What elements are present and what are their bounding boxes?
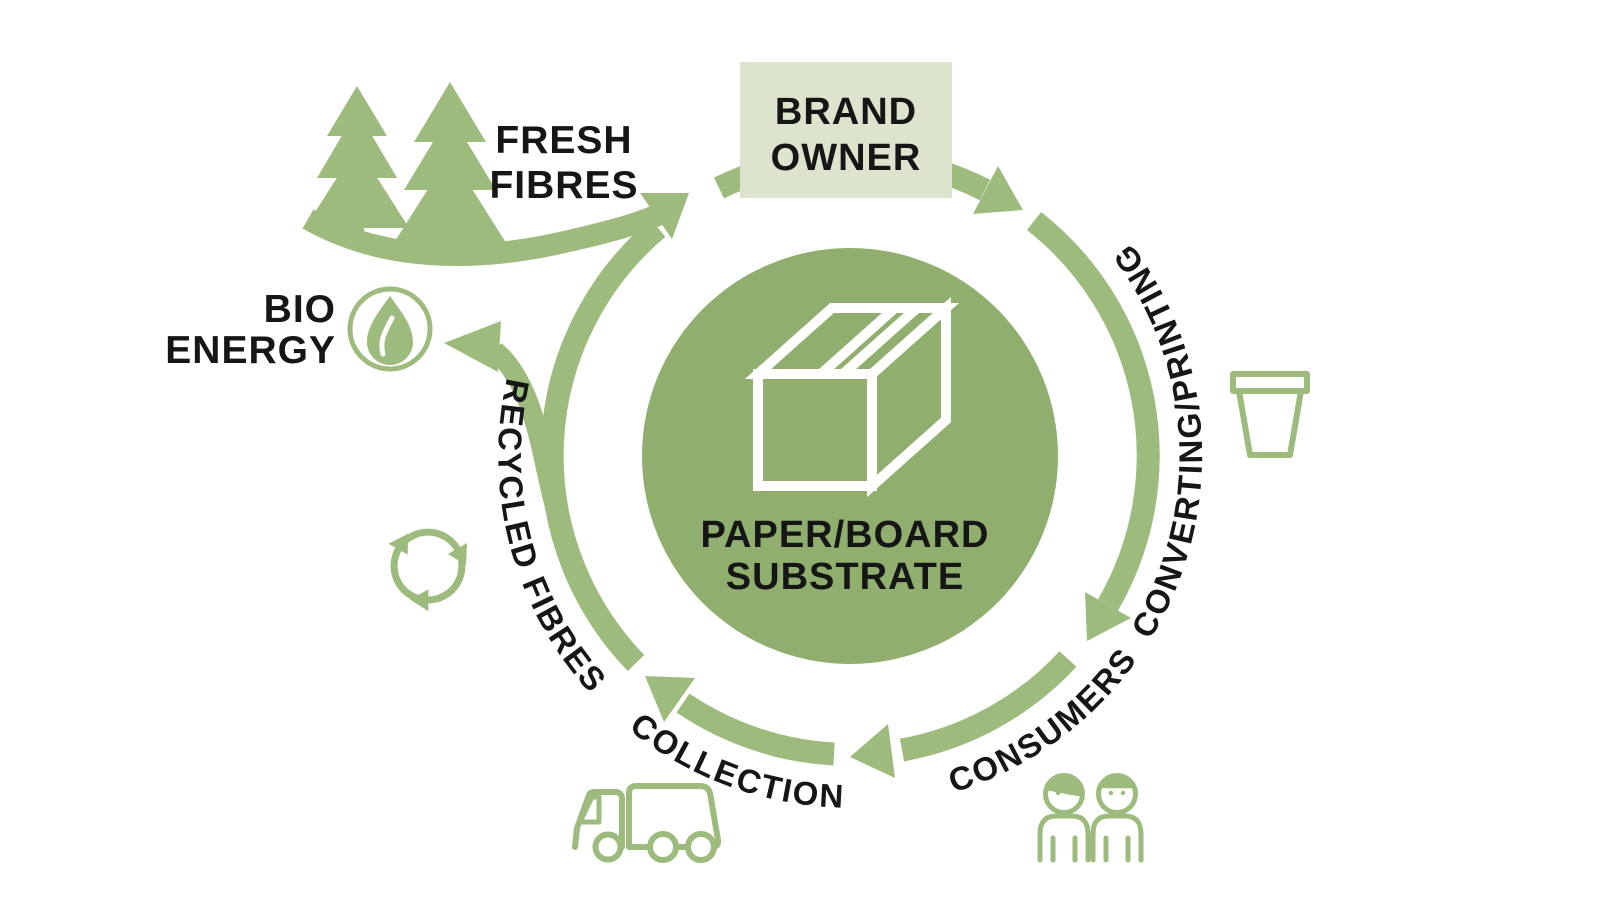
arrowhead-after-brand-owner-icon — [973, 166, 1023, 214]
recycle-icon — [379, 532, 472, 617]
ring-segment-consumers — [899, 651, 1077, 762]
fresh-fibres-inflow-arrow — [302, 204, 663, 266]
fresh-fibres-label-line2: FIBRES — [489, 164, 638, 207]
ring-segment-collection — [676, 693, 835, 766]
bio-energy-label-line1: BIO — [264, 288, 336, 331]
truck-icon — [572, 783, 722, 863]
brand-owner-box — [740, 62, 952, 198]
cup-icon — [1230, 371, 1310, 458]
consumers-people-icon — [1037, 773, 1144, 863]
box-cube-icon — [744, 296, 960, 498]
bio-energy-branch — [444, 321, 569, 524]
center-label-line2: SUBSTRATE — [726, 556, 964, 598]
fresh-fibres-label-line1: FRESH — [495, 119, 632, 162]
arrowhead-after-consumers-icon — [850, 724, 895, 778]
ring-segment-converting — [1026, 211, 1160, 611]
brand-owner-label-line2: OWNER — [771, 137, 922, 179]
central-circle — [642, 248, 1058, 664]
brand-owner-label-line1: BRAND — [775, 91, 917, 133]
arrowhead-after-collection-icon — [645, 676, 695, 722]
bio-energy-label-line2: ENERGY — [165, 329, 336, 372]
center-label-line1: PAPER/BOARD — [701, 514, 990, 556]
ring-segment-recycled — [540, 219, 666, 671]
arrowhead-after-converting-icon — [1085, 592, 1131, 641]
pine-trees-icon — [305, 82, 508, 260]
arrowhead-to-bio-energy-icon — [444, 321, 501, 372]
arrowhead-to-brand-owner-icon — [640, 193, 689, 239]
flame-icon — [347, 286, 433, 372]
